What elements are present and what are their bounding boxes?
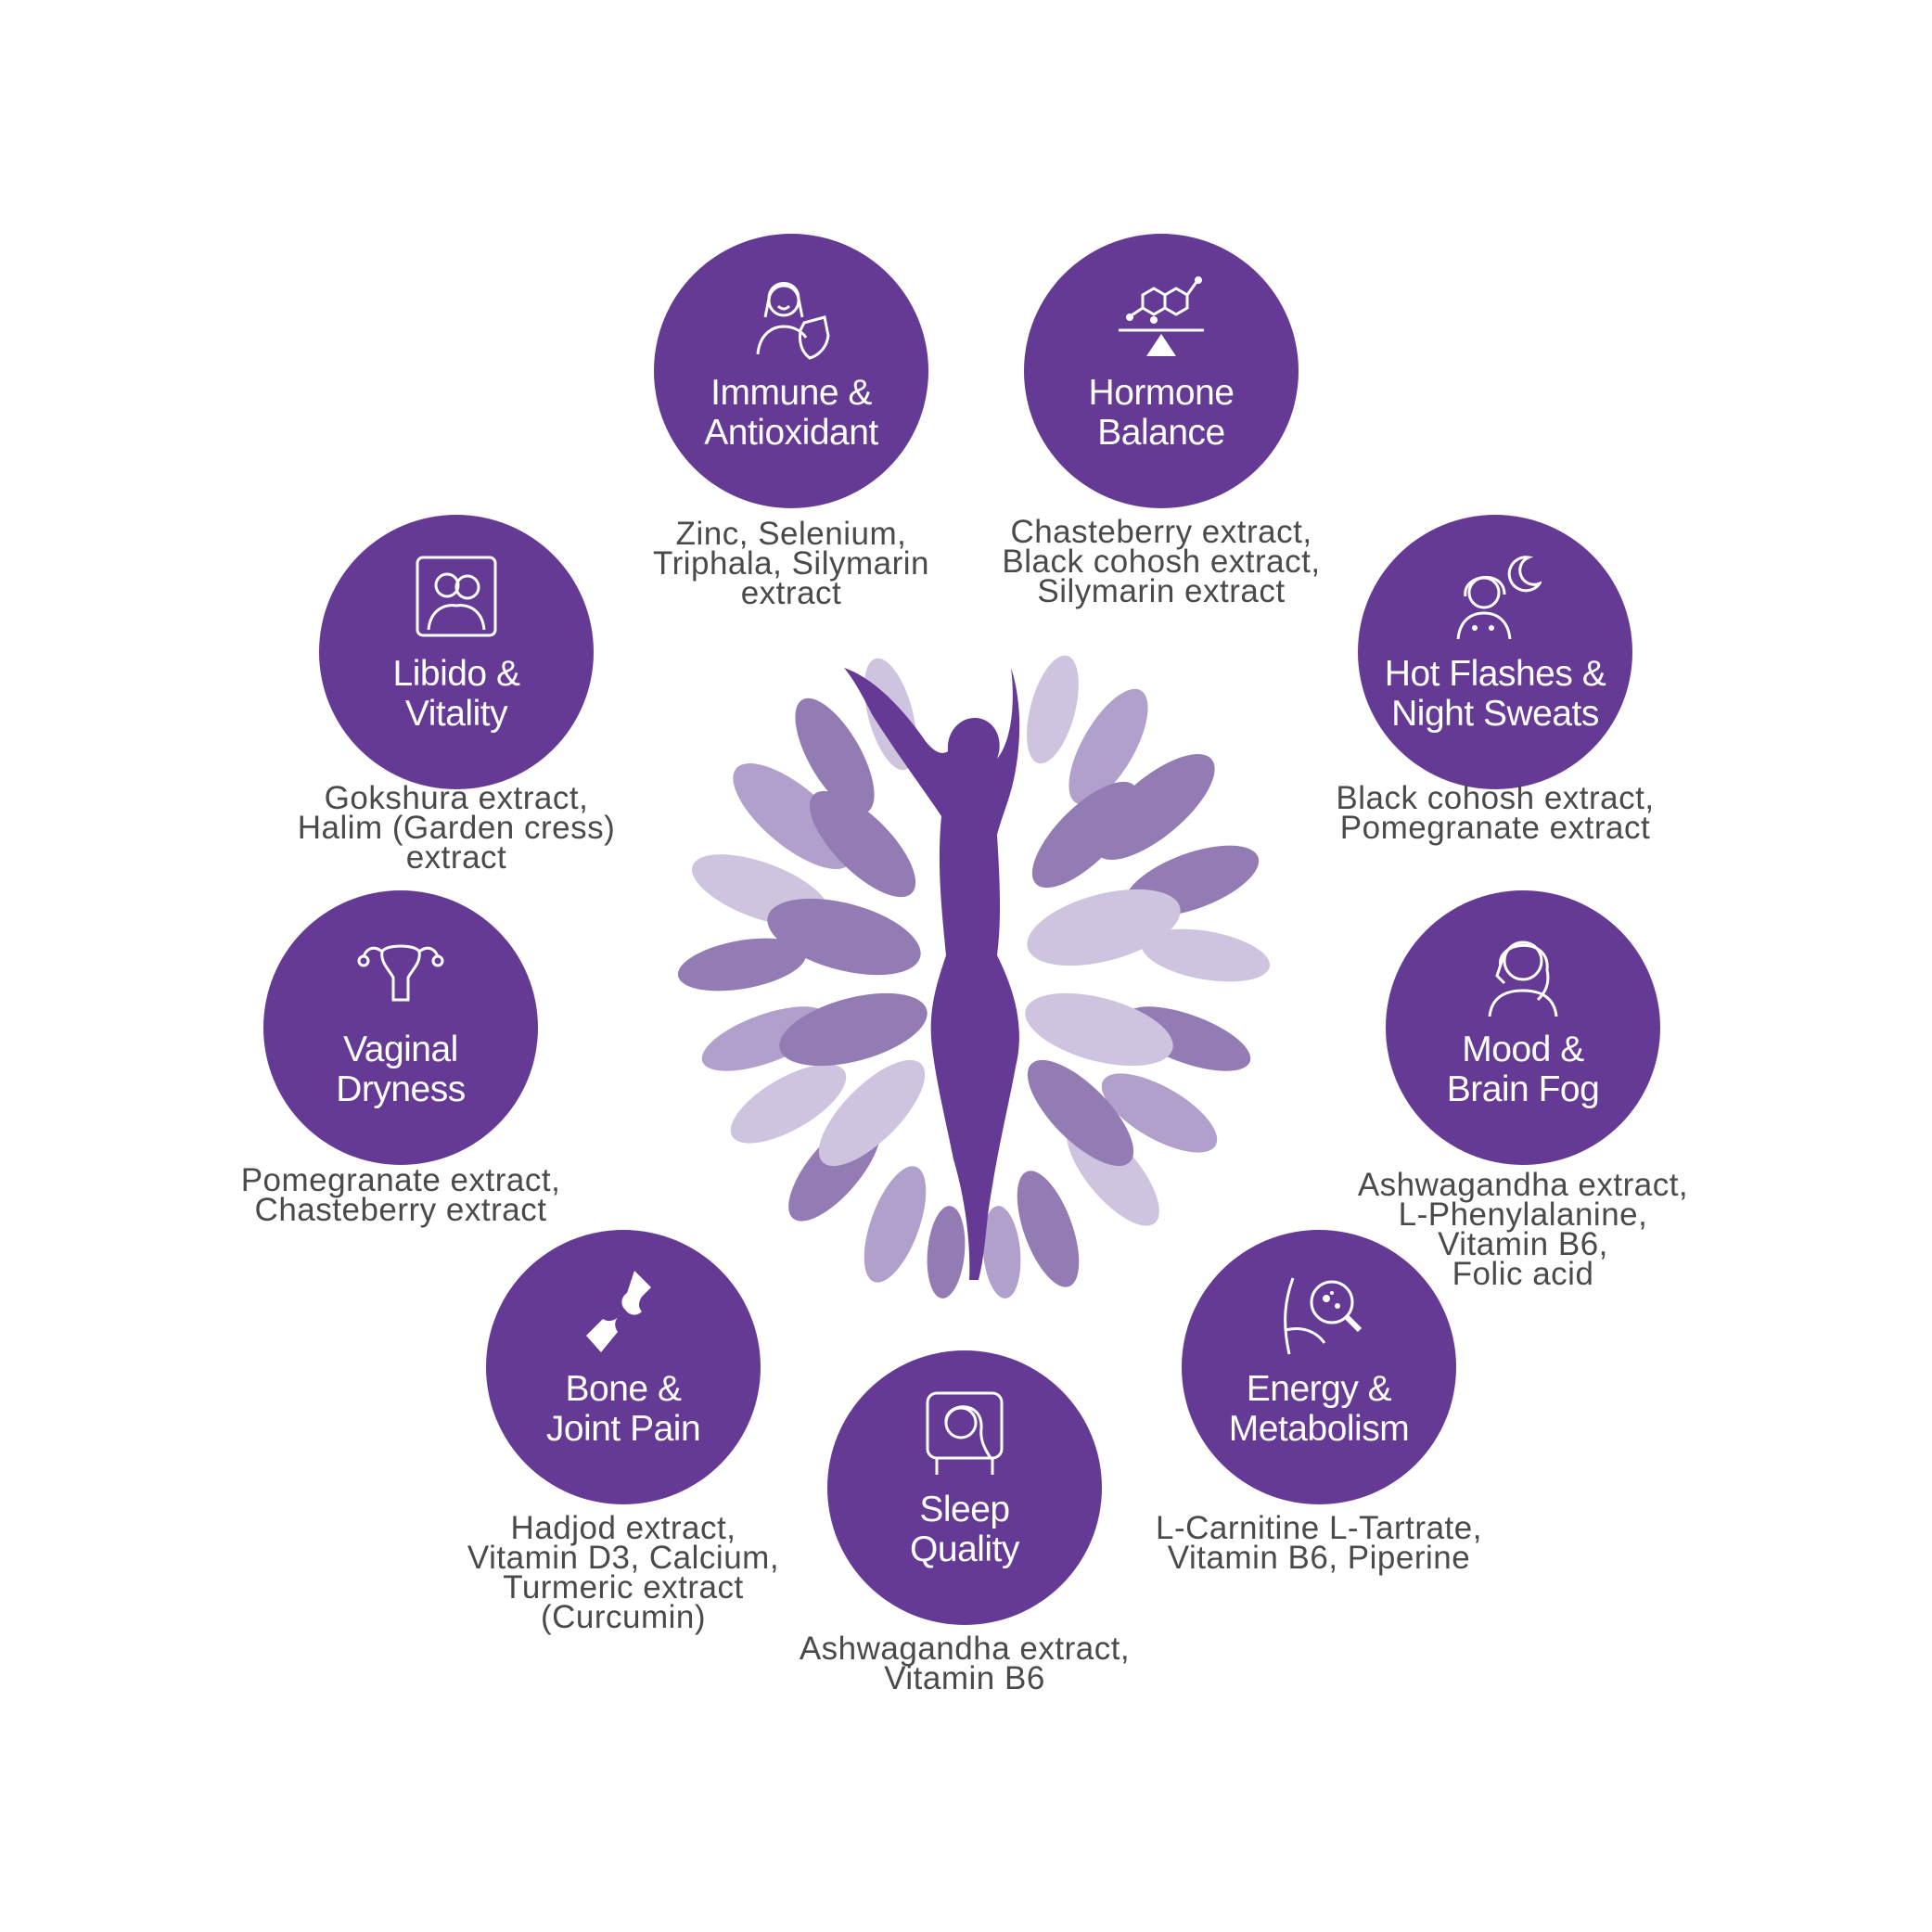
ingredient-line: Vitamin B6, xyxy=(1438,1226,1608,1262)
ingredients-caption: Black cohosh extract,Pomegranate extract xyxy=(1291,780,1699,846)
ingredient-line: Turmeric extract xyxy=(503,1569,744,1606)
benefit-title: Libido &Vitality xyxy=(328,654,584,734)
benefit-title-line: Immune & xyxy=(710,373,872,413)
woman-silhouette-illustration xyxy=(677,655,1271,1299)
ingredient-line: L-Carnitine L-Tartrate, xyxy=(1156,1510,1482,1546)
benefit-title-line: Hormone xyxy=(1088,373,1235,413)
benefit-title: Bone &Joint Pain xyxy=(495,1369,751,1449)
benefit-title-line: Night Sweats xyxy=(1391,694,1599,734)
uterus-icon xyxy=(357,944,444,1002)
couple-bed-icon xyxy=(416,556,497,637)
benefit-title-line: Dryness xyxy=(336,1069,466,1109)
ingredient-line: Folic acid xyxy=(1452,1256,1594,1292)
ingredients-caption: L-Carnitine L-Tartrate,Vitamin B6, Piper… xyxy=(1115,1510,1523,1576)
benefit-title-line: Antioxidant xyxy=(704,413,878,453)
woman-silhouette xyxy=(844,668,1020,1280)
sleeping-woman-icon xyxy=(926,1391,1004,1475)
ingredient-line: Vitamin D3, Calcium, xyxy=(467,1540,780,1576)
ingredient-line: (Curcumin) xyxy=(540,1599,707,1635)
benefit-title-line: Metabolism xyxy=(1228,1409,1410,1449)
ingredient-line: Chasteberry extract, xyxy=(1010,514,1312,550)
benefit-circle: Bone &Joint Pain xyxy=(486,1230,761,1504)
benefit-circle: Mood &Brain Fog xyxy=(1386,890,1660,1165)
ingredient-line: Black cohosh extract, xyxy=(1336,780,1655,816)
ingredient-line: Vitamin B6 xyxy=(884,1660,1045,1696)
headache-woman-icon xyxy=(1488,940,1558,1017)
benefit-circle: Immune &Antioxidant xyxy=(654,234,928,508)
ingredient-line: Triphala, Silymarin xyxy=(652,545,929,582)
ingredient-line: Halim (Garden cress) xyxy=(297,810,616,846)
benefit-title: Energy &Metabolism xyxy=(1191,1369,1447,1449)
ingredient-line: L-Phenylalanine, xyxy=(1398,1196,1648,1233)
benefit-title-line: Libido & xyxy=(392,654,520,694)
ingredient-line: Black cohosh extract, xyxy=(1002,544,1321,580)
benefit-title-line: Quality xyxy=(910,1529,1019,1569)
ingredients-caption: Pomegranate extract,Chasteberry extract xyxy=(197,1162,605,1228)
benefit-title-line: Mood & xyxy=(1462,1030,1584,1069)
ingredients-caption: Chasteberry extract,Black cohosh extract… xyxy=(957,514,1365,609)
woman-shield-icon xyxy=(756,282,830,360)
ingredient-line: extract xyxy=(740,575,842,611)
benefit-title: Immune &Antioxidant xyxy=(663,373,919,453)
benefit-title-line: Vitality xyxy=(404,694,508,734)
ingredient-line: Silymarin extract xyxy=(1037,573,1286,609)
ingredients-caption: Ashwagandha extract,Vitamin B6 xyxy=(761,1631,1169,1696)
ingredients-caption: Hadjod extract,Vitamin D3, Calcium,Turme… xyxy=(419,1510,827,1635)
leaf-cluster xyxy=(677,655,1271,1299)
ingredients-caption: Gokshura extract,Halim (Garden cress)ext… xyxy=(252,780,660,876)
ingredient-line: Ashwagandha extract, xyxy=(1357,1167,1689,1203)
ingredient-line: extract xyxy=(405,839,507,876)
benefit-title-line: Brain Fog xyxy=(1446,1069,1600,1109)
benefit-title-line: Bone & xyxy=(565,1369,682,1409)
molecule-balance-icon xyxy=(1119,276,1204,356)
benefit-title-line: Balance xyxy=(1097,413,1225,453)
knee-joint-icon xyxy=(586,1271,651,1352)
ingredient-line: Ashwagandha extract, xyxy=(799,1631,1131,1667)
ingredient-line: Pomegranate extract xyxy=(1339,810,1651,846)
benefit-title-line: Sleep xyxy=(919,1490,1010,1529)
sweating-woman-moon-icon xyxy=(1456,556,1542,640)
benefit-title-line: Vaginal xyxy=(343,1030,458,1069)
benefit-title: Mood &Brain Fog xyxy=(1395,1030,1651,1109)
benefit-circle: Hot Flashes &Night Sweats xyxy=(1358,515,1632,789)
ingredient-line: Hadjod extract, xyxy=(510,1510,736,1546)
benefit-circle: Energy &Metabolism xyxy=(1182,1230,1456,1504)
benefit-title-line: Hot Flashes & xyxy=(1384,654,1606,694)
ingredient-line: Zinc, Selenium, xyxy=(675,516,907,552)
benefit-circle: Libido &Vitality xyxy=(319,515,594,789)
body-magnifier-icon xyxy=(1284,1277,1363,1355)
benefit-title: Hot Flashes &Night Sweats xyxy=(1367,654,1623,734)
ingredient-line: Pomegranate extract, xyxy=(240,1162,561,1198)
benefit-title-line: Joint Pain xyxy=(545,1409,701,1449)
benefit-title-line: Energy & xyxy=(1246,1369,1392,1409)
ingredients-caption: Ashwagandha extract,L-Phenylalanine,Vita… xyxy=(1319,1167,1727,1292)
ingredient-line: Chasteberry extract xyxy=(254,1192,547,1228)
ingredient-line: Vitamin B6, Piperine xyxy=(1167,1540,1471,1576)
ingredient-line: Gokshura extract, xyxy=(324,780,589,816)
